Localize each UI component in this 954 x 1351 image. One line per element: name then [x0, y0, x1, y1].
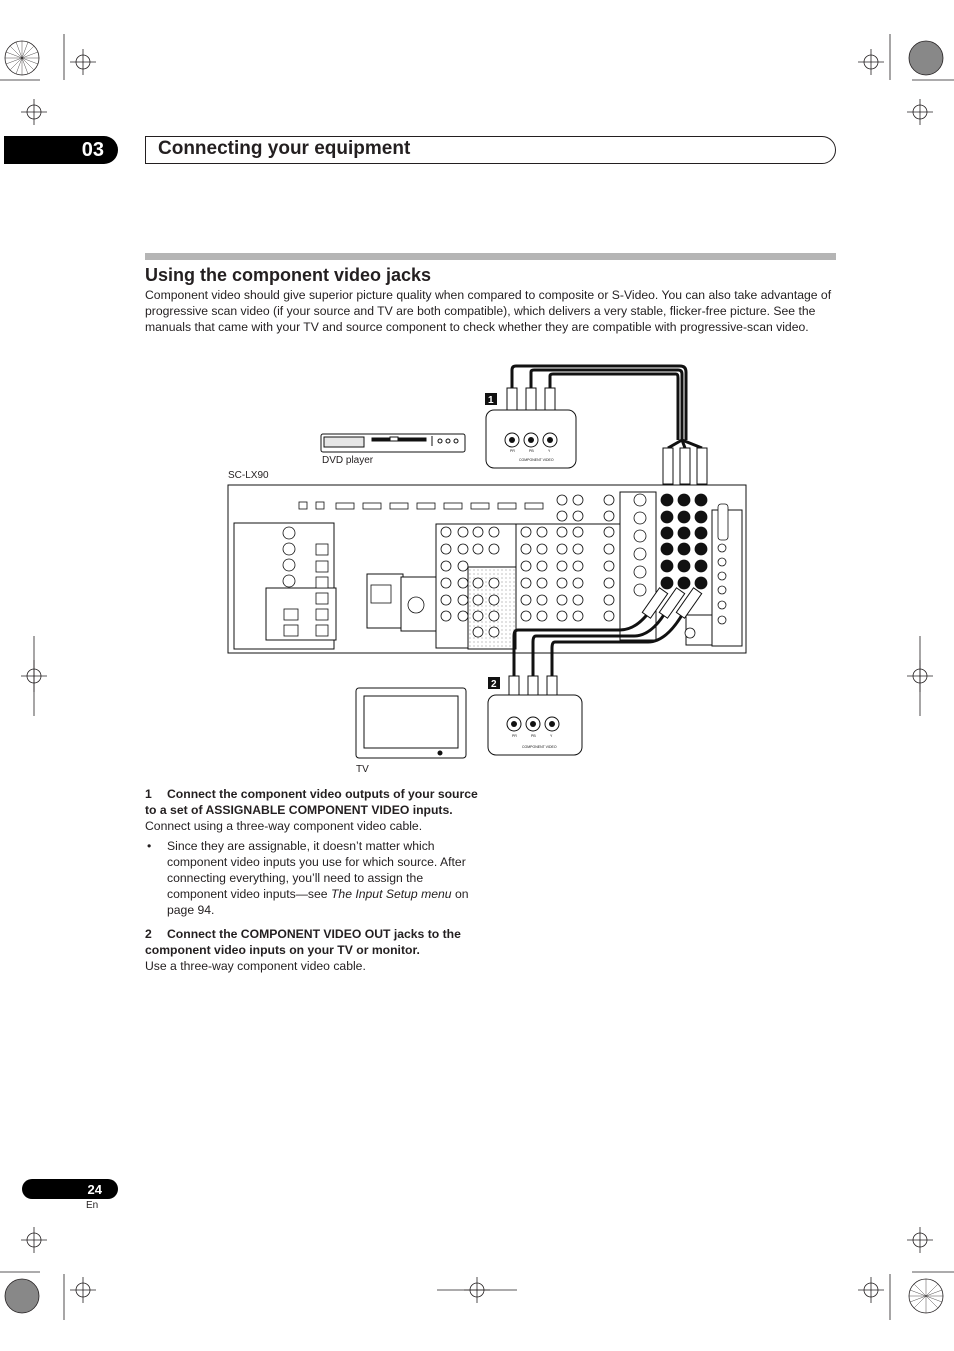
dvd-jack-panel	[485, 409, 577, 469]
tv-jack-panel-label: COMPONENT VIDEO	[522, 745, 557, 749]
bullet-cross-reference: The Input Setup menu	[330, 887, 452, 901]
callout-1-text: 1	[488, 395, 494, 406]
receiver-speaker-terminals	[283, 503, 729, 637]
jack-label: Y	[548, 449, 551, 453]
dvd-player-label: DVD player	[322, 455, 374, 466]
bullet-symbol: •	[147, 839, 152, 853]
chapter-number: 03	[81, 138, 104, 161]
tv-illustration	[355, 687, 467, 759]
page-number-badge: 24	[22, 1179, 118, 1199]
jack-label: PB	[529, 449, 534, 453]
section-intro: Component video should give superior pic…	[145, 288, 832, 334]
cable-1-plugs	[506, 387, 708, 485]
step-1-heading-text: Connect the component video outputs of y…	[145, 787, 478, 817]
chapter-title-frame	[145, 136, 836, 164]
tv-jack-panel	[487, 694, 583, 756]
jack-label: PR	[512, 734, 517, 738]
step-1-bullet: • Since they are assignable, it doesn’t …	[145, 838, 483, 918]
dvd-player-illustration	[320, 433, 466, 453]
chapter-number-badge: 03	[4, 136, 118, 164]
dvd-jack-panel-label: COMPONENT VIDEO	[519, 458, 554, 462]
section-title: Using the component video jacks	[145, 265, 432, 285]
section-divider-bar	[145, 253, 836, 260]
component-cable-2	[512, 599, 692, 676]
tv-label: TV	[356, 764, 369, 775]
jack-label: PR	[510, 449, 515, 453]
component-cable-1	[510, 364, 703, 450]
step-2-heading-text: Connect the COMPONENT VIDEO OUT jacks to…	[145, 927, 461, 957]
step-2-number: 2	[145, 927, 152, 941]
step-2-text: Use a three-way component video cable.	[145, 959, 366, 973]
receiver-hdmi-ports	[298, 501, 544, 510]
chapter-title: Connecting your equipment	[158, 138, 411, 159]
step-1-text: Connect using a three-way component vide…	[145, 819, 423, 833]
receiver-rca-jacks	[282, 493, 727, 639]
page-number: 24	[87, 1181, 102, 1197]
jack-label: PB	[531, 734, 536, 738]
bullet-text-wrap: Since they are assignable, it doesn’t ma…	[167, 838, 483, 918]
language-code: En	[86, 1200, 99, 1211]
step-1-number: 1	[145, 787, 152, 801]
cable-2-plugs	[508, 587, 703, 709]
jack-label: Y	[550, 734, 553, 738]
receiver-component-jacks	[660, 493, 708, 590]
bullet-text: Since they are assignable, it doesn’t ma…	[167, 839, 466, 901]
receiver-model-label: SC-LX90	[228, 470, 269, 481]
callout-2-text: 2	[491, 679, 497, 690]
bullet-suffix: on page 94.	[167, 887, 469, 917]
